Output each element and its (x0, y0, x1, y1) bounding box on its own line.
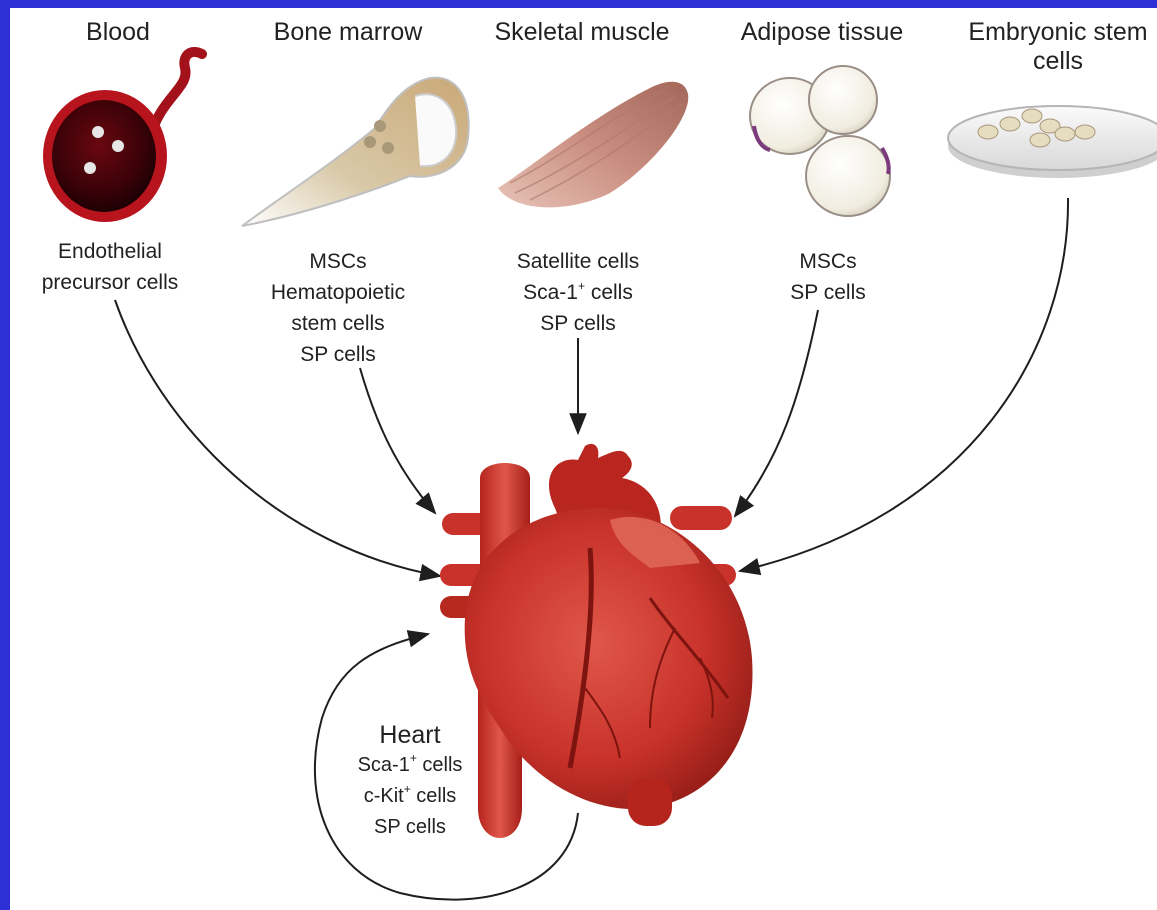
cell-line: SP cells (738, 277, 918, 308)
plus-superscript: + (404, 782, 411, 796)
diagram-frame: Blood Bone marrow Skeletal muscle Adipos… (10, 8, 1157, 910)
cells-suffix: cells (417, 754, 463, 776)
ckit-label: c-Kit (364, 785, 404, 807)
cell-line: SP cells (248, 339, 428, 370)
blood-vessel-icon (43, 52, 202, 222)
cells-skeletal-muscle: Satellite cells Sca-1+ cells SP cells (488, 246, 668, 339)
cell-line: SP cells (330, 812, 490, 843)
arrow-bone-marrow-to-heart (360, 368, 435, 513)
cell-line: precursor cells (20, 267, 200, 298)
cell-line: MSCs (738, 246, 918, 277)
sca1-label: Sca-1 (358, 754, 410, 776)
cell-line: Endothelial (20, 236, 200, 267)
source-title-skeletal-muscle: Skeletal muscle (472, 18, 692, 47)
plus-superscript: + (578, 279, 585, 293)
cell-line: Satellite cells (488, 246, 668, 277)
muscle-icon (498, 82, 688, 208)
cell-line: stem cells (248, 308, 428, 339)
sca1-label: Sca-1 (523, 281, 578, 304)
diagram-graphics (10, 8, 1157, 910)
source-title-embryonic-stem-cells: Embryonic stem cells (948, 18, 1157, 76)
heart-title: Heart (345, 720, 475, 750)
adipose-cells-icon (750, 66, 890, 216)
cell-line: Hematopoietic (248, 277, 428, 308)
cells-heart: Sca-1+ cells c-Kit+ cells SP cells (330, 750, 490, 843)
cell-line: Sca-1+ cells (330, 750, 490, 781)
cell-line: c-Kit+ cells (330, 781, 490, 812)
source-title-blood: Blood (68, 18, 168, 47)
cells-adipose-tissue: MSCs SP cells (738, 246, 918, 308)
embryonic-title-line-2: cells (948, 47, 1157, 76)
cells-suffix: cells (411, 785, 457, 807)
petri-dish-icon (948, 106, 1157, 178)
bone-icon (242, 78, 469, 226)
cell-line: SP cells (488, 308, 668, 339)
source-title-adipose-tissue: Adipose tissue (722, 18, 922, 47)
cells-bone-marrow: MSCs Hematopoietic stem cells SP cells (248, 246, 428, 370)
cells-blood: Endothelial precursor cells (20, 236, 200, 298)
cell-line: MSCs (248, 246, 428, 277)
source-title-bone-marrow: Bone marrow (248, 18, 448, 47)
cell-line: Sca-1+ cells (488, 277, 668, 308)
plus-superscript: + (410, 751, 417, 765)
arrow-adipose-to-heart (735, 310, 818, 516)
cells-suffix: cells (585, 281, 633, 304)
embryonic-title-line-1: Embryonic stem (948, 18, 1157, 47)
